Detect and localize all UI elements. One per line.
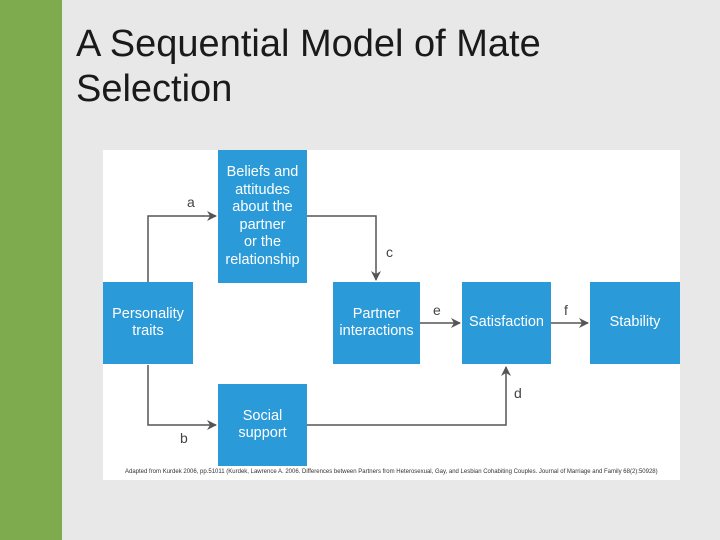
mate-selection-diagram: Personality traits Beliefs and attitudes… [103, 150, 680, 480]
partner-interactions-box: Partner interactions [333, 282, 420, 364]
edge-label-b: b [180, 430, 188, 446]
arrow-d [307, 366, 511, 426]
arrow-b [147, 365, 217, 430]
slide-title: A Sequential Model of Mate Selection [76, 23, 541, 110]
edge-label-a: a [187, 194, 195, 210]
source-caption: Adapted from Kurdek 2006, pp.51011 (Kurd… [125, 469, 658, 475]
arrow-c [307, 215, 381, 281]
accent-bar [0, 0, 62, 540]
social-support-box: Social support [218, 384, 307, 466]
satisfaction-box: Satisfaction [462, 282, 551, 364]
diagram-arrows [147, 211, 589, 430]
stability-box: Stability [590, 282, 680, 364]
edge-label-f: f [564, 302, 568, 318]
edge-label-c: c [386, 244, 393, 260]
edge-label-d: d [514, 385, 522, 401]
beliefs-attitudes-box: Beliefs and attitudes about the partner … [218, 150, 307, 283]
edge-label-e: e [433, 302, 441, 318]
personality-traits-box: Personality traits [103, 282, 193, 364]
arrow-a [147, 211, 217, 282]
